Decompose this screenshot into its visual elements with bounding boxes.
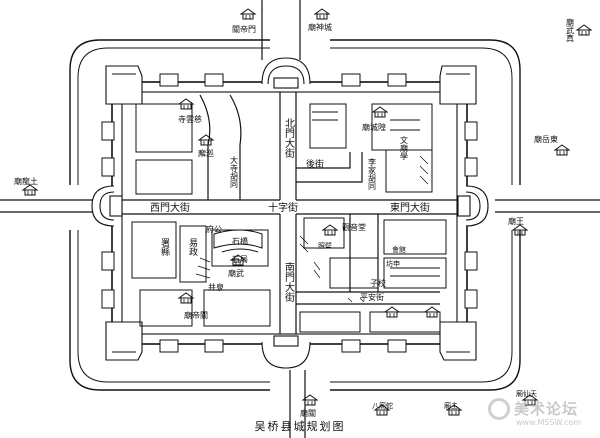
corner-bastions	[105, 65, 477, 361]
west-street-label: 西門大街	[150, 201, 190, 214]
yamen-icon	[178, 292, 194, 304]
guan-label: 觀音堂	[342, 222, 366, 232]
bottom-right-temple-label: 廟主	[444, 401, 458, 410]
second-alley-label: 李家胡同	[368, 157, 377, 191]
sub-temple-label: 照壁	[318, 241, 332, 250]
yamen-label: 署縣	[159, 238, 170, 256]
city-blocks	[131, 103, 447, 333]
watermark-url: www.MSSW.com	[516, 418, 582, 427]
north-street-label: 北門大街	[283, 118, 295, 159]
xiang-hall-icon	[198, 134, 214, 146]
jiutai-label: 井泉	[208, 282, 224, 292]
south-alley-label: 平安街	[360, 292, 384, 302]
outer-ring-road	[69, 39, 521, 391]
main-streets	[122, 92, 457, 334]
chenghuang-temple-icon	[372, 106, 388, 118]
small-alley-label: 大寺胡同	[230, 155, 239, 189]
guan-temple-icon	[322, 224, 338, 236]
eight-temple-label: 八廟蛇	[372, 401, 393, 410]
north-temple-icon	[314, 8, 330, 20]
xiang-label: 廨巡	[198, 148, 214, 158]
north-gate-temple-label: 關帝門	[232, 24, 256, 34]
north-gate-temple-icon	[240, 8, 256, 20]
watermark: 美术论坛 www.MSSW.com	[484, 392, 594, 434]
yizheng-label: 易政	[187, 238, 198, 257]
city-gates	[91, 57, 489, 369]
street-labels: 北門大街 南門大街 西門大街 東門大街 十字街 後街 大寺胡同 李家胡同 平安街	[150, 118, 430, 303]
east-temple-label: 廟王	[508, 216, 524, 226]
northeast2-label: 廟岳東	[534, 134, 558, 144]
xiaozhi-label: 子校	[370, 278, 386, 288]
kongqiao-label: 石橋	[232, 236, 248, 246]
cross-street-label: 十字街	[268, 201, 298, 214]
fugong-label: 府公	[206, 224, 222, 234]
chenghuang-label: 廟城隍	[362, 122, 386, 132]
south-east-building-icon	[384, 306, 400, 318]
guandi-label: 廟帝關	[184, 310, 208, 320]
east-street-label: 東門大街	[390, 201, 430, 214]
map-caption: 吴桥县城规划图	[254, 420, 346, 433]
hungong-label: 會館	[392, 245, 406, 254]
xuegong-label: 文廟學	[400, 135, 409, 161]
yun-temple-icon	[178, 98, 194, 110]
watermark-text: 美术论坛	[514, 400, 579, 418]
shiju-label: 石局	[232, 255, 248, 264]
yu-temple-label: 寺雲慈	[178, 114, 202, 124]
hatched-areas	[195, 155, 429, 303]
south-east-building-2-icon	[424, 306, 440, 318]
back-street-label: 後街	[306, 158, 324, 170]
northeast-label: 廟武真	[566, 17, 575, 43]
northeast-temple-icon	[576, 24, 592, 36]
south-gate-temple-label: 廟關	[300, 408, 316, 418]
shenqing-label: 坊申	[386, 259, 400, 268]
west-temple-label: 廟龍土	[14, 176, 38, 186]
place-labels: 關帝門 廟神城 廟武真 廟岳東 廟王 廟龍土 寺雲慈 廟城隍 廨巡 文廟學 署縣…	[14, 17, 575, 418]
south-street-label: 南門大街	[283, 261, 295, 303]
west-temple-icon	[22, 184, 38, 196]
wumiao-label: 廟武	[228, 268, 244, 278]
wall-towers	[101, 73, 478, 353]
north-temple-label: 廟神城	[308, 22, 332, 32]
tianxian-label: 廟仙天	[516, 389, 537, 398]
east-temple-icon	[554, 144, 570, 156]
watermark-logo-icon	[488, 398, 510, 420]
